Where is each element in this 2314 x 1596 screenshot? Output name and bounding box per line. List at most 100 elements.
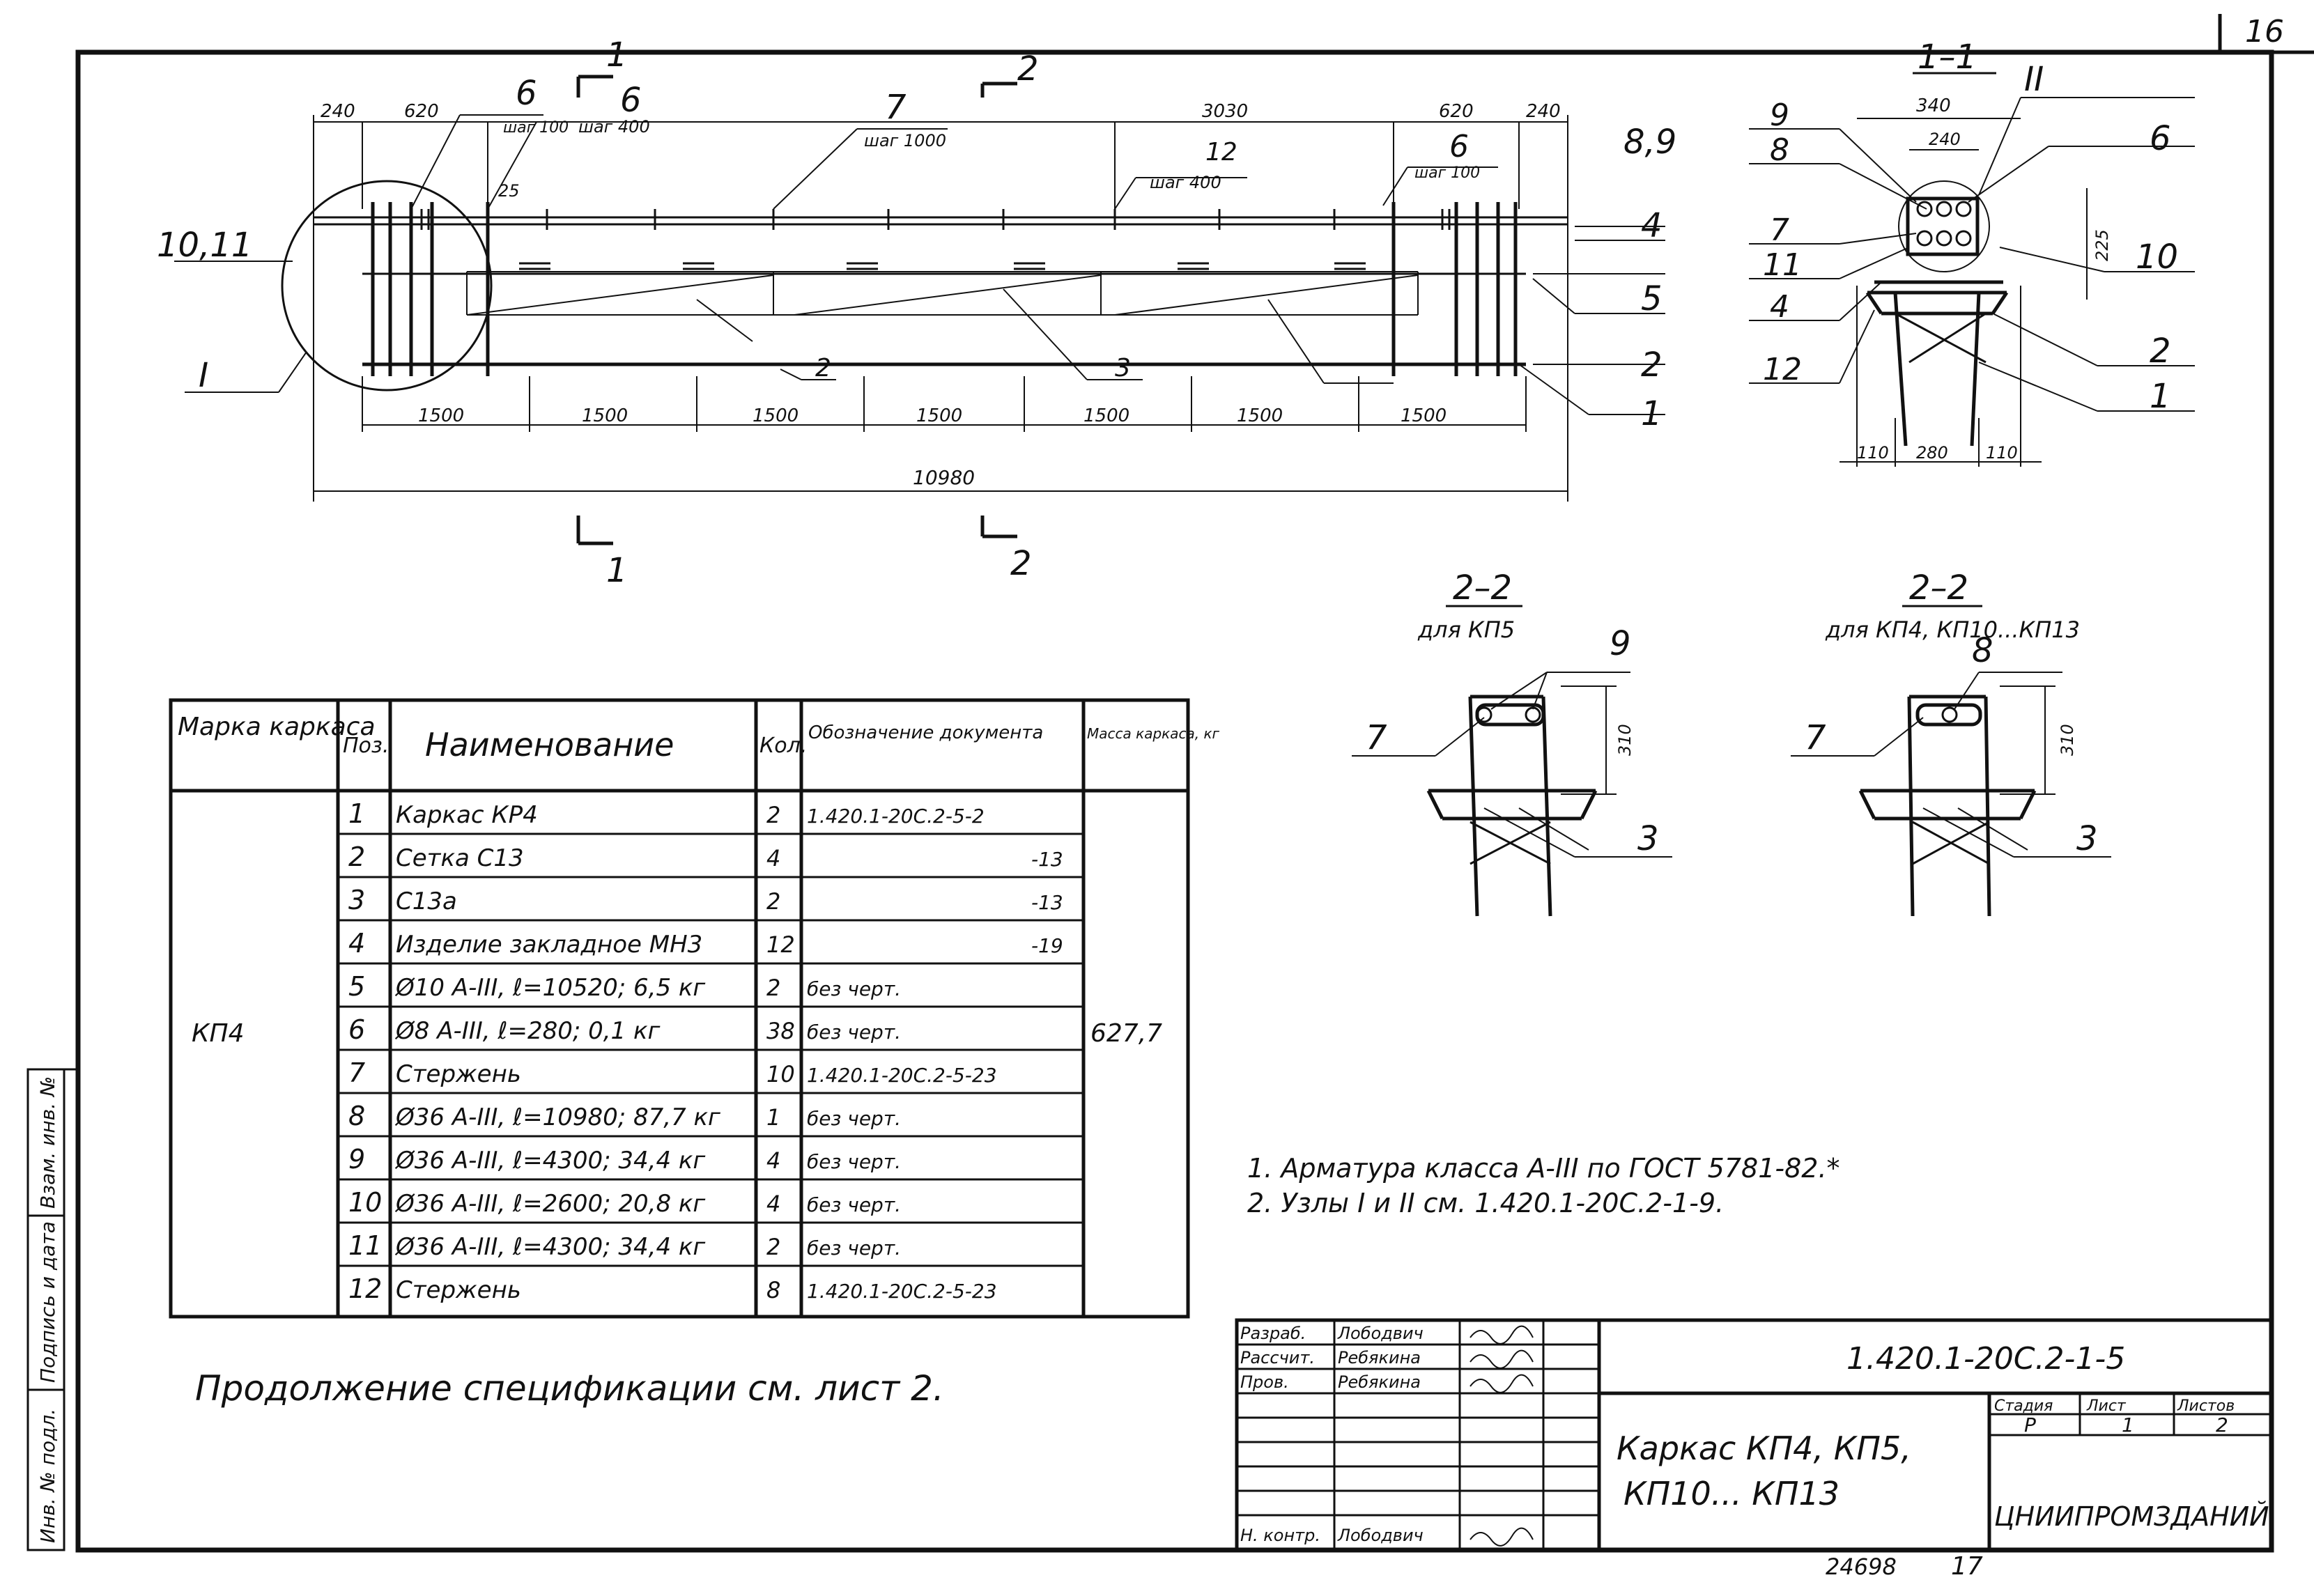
tb-stage-header: Стадия	[1994, 1397, 2053, 1415]
tb-org: ЦНИИПРОМЗДАНИЙ	[1994, 1501, 2269, 1532]
label-10-11: 10,11	[157, 226, 252, 265]
dim-top-240-left: 240	[321, 101, 355, 122]
tb-title-line2: КП10... КП13	[1623, 1475, 1839, 1512]
callout-6-b: 6	[620, 81, 642, 120]
section-1-1-label-2: 2	[2150, 332, 2171, 371]
tb-name-0: Лободвич	[1337, 1324, 1424, 1343]
spec-row-pos: 10	[348, 1187, 382, 1218]
tb-role-3: Н. контр.	[1240, 1526, 1320, 1545]
spec-row-name: Каркас КР4	[396, 801, 538, 829]
callout-6-c-note: шаг 100	[1414, 164, 1480, 182]
tb-sheets: 2	[2216, 1413, 2228, 1436]
callout-7: 7	[885, 88, 907, 127]
spec-row-name: Стержень	[396, 1060, 521, 1088]
spec-row-doc: -19	[1031, 934, 1063, 957]
section-2-2-other-title: 2–2	[1909, 568, 1968, 607]
spec-row-doc: без черт.	[807, 1107, 901, 1130]
spec-row-doc: 1.420.1-20С.2-5-23	[807, 1280, 997, 1303]
cut-top-1: 1	[606, 36, 628, 75]
continuation-note: Продолжение спецификации см. лист 2.	[195, 1368, 944, 1409]
spec-row-pos: 11	[348, 1230, 382, 1261]
section-2-2-kp5-title: 2–2	[1453, 568, 1512, 607]
section-2-2-kp5: 2–2 для КП5 310 9 7	[1352, 568, 1672, 917]
dim-overall-length: 10980	[913, 466, 975, 489]
spec-row-pos: 8	[348, 1101, 365, 1131]
spec-row-name: Стержень	[396, 1276, 521, 1304]
section-1-1-title: 1–1	[1918, 38, 1977, 77]
spec-row-name: С13а	[396, 888, 457, 915]
dim-bottom-4: 1500	[916, 405, 962, 426]
section-2-2-kp5-subtitle: для КП5	[1417, 617, 1515, 643]
section-2-2-kp5-dim: 310	[1615, 724, 1635, 756]
spec-row-doc: -13	[1031, 891, 1063, 914]
bottom-sheet: 17	[1951, 1552, 1983, 1581]
tb-doc-code: 1.420.1-20С.2-1-5	[1846, 1341, 2125, 1377]
spec-header-mass: Масса каркаса, кг	[1087, 725, 1220, 742]
callout-7-note: шаг 1000	[864, 131, 946, 150]
stamp-replacement: Взам. инв. №	[36, 1076, 59, 1209]
spec-row-qty: 1	[766, 1104, 780, 1131]
section-2-2-other: 2–2 для КП4, КП10...КП13 310 8	[1791, 568, 2111, 917]
tb-stage: Р	[2024, 1413, 2036, 1436]
spec-row-name: Ø8 А-III, ℓ=280; 0,1 кг	[394, 1017, 661, 1045]
section-2-2-kp5-label-3: 3	[1637, 819, 1659, 858]
section-1-1-label-7: 7	[1770, 212, 1789, 248]
spec-row-pos: 5	[348, 971, 365, 1002]
spec-row-doc: без черт.	[807, 1237, 901, 1260]
spec-row-name: Ø36 А-III, ℓ=4300; 34,4 кг	[394, 1147, 706, 1175]
section-1-1-label-12: 12	[1763, 352, 1802, 387]
dim-bottom-1: 1500	[418, 405, 464, 426]
note-1: 1. Арматура класса А-III по ГОСТ 5781-82…	[1247, 1153, 1840, 1184]
label-4: 4	[1641, 206, 1663, 245]
callout-6-b-note: шаг 400	[578, 117, 650, 137]
spec-row-doc: 1.420.1-20С.2-5-23	[807, 1064, 997, 1087]
dim-top-620-right: 620	[1439, 101, 1474, 122]
spec-row-name: Ø36 А-III, ℓ=2600; 20,8 кг	[394, 1190, 706, 1218]
tb-name-1: Ребякина	[1338, 1348, 1421, 1368]
tb-sheets-header: Листов	[2177, 1397, 2235, 1415]
spec-row-pos: 2	[348, 842, 365, 872]
spec-row-pos: 6	[348, 1014, 365, 1045]
spec-row-qty: 4	[766, 1191, 780, 1217]
signature-marks	[1470, 1325, 1534, 1547]
spec-row-qty: 38	[766, 1018, 795, 1044]
spec-row-qty: 10	[766, 1061, 795, 1087]
cut-bottom-1: 1	[606, 551, 628, 590]
dim-bottom-5: 1500	[1083, 405, 1129, 426]
tb-sheet: 1	[2122, 1413, 2134, 1436]
spec-row-pos: 12	[348, 1273, 382, 1304]
dim-top-240-right: 240	[1526, 101, 1561, 122]
callout-6-c: 6	[1449, 129, 1469, 164]
tb-name-2: Ребякина	[1338, 1372, 1421, 1392]
callout-12: 12	[1205, 138, 1237, 166]
label-2: 2	[1641, 346, 1663, 385]
section-1-1: 1–1	[1749, 38, 2195, 467]
tb-role-0: Разраб.	[1240, 1324, 1306, 1343]
section-2-2-other-label-7: 7	[1805, 718, 1826, 757]
section-1-1-label-6: 6	[2150, 119, 2171, 158]
cut-bottom-2: 2	[1010, 544, 1032, 583]
spec-header-pos: Поз.	[343, 734, 389, 758]
dim-bottom-7: 1500	[1401, 405, 1447, 426]
spec-row-doc: -13	[1031, 848, 1063, 871]
spec-header-name: Наименование	[425, 726, 674, 764]
cut-top-2: 2	[1017, 49, 1039, 88]
spec-row-name: Ø36 А-III, ℓ=4300; 34,4 кг	[394, 1233, 706, 1261]
spec-mark-value: КП4	[192, 1019, 245, 1048]
dim-bottom-2: 1500	[582, 405, 628, 426]
section-1-1-dim-225: 225	[2092, 229, 2112, 261]
section-1-1-label-10: 10	[2136, 238, 2178, 277]
section-1-1-label-9: 9	[1770, 98, 1789, 133]
spec-row-doc: без черт.	[807, 1193, 901, 1216]
section-2-2-other-label-3: 3	[2076, 819, 2098, 858]
spec-row-pos: 1	[348, 798, 365, 829]
bottom-code: 24698	[1826, 1554, 1897, 1580]
spec-row-doc: без черт.	[807, 1150, 901, 1173]
section-2-2-kp5-label-9: 9	[1610, 624, 1631, 663]
spec-row-qty: 2	[766, 975, 780, 1001]
label-8-9: 8,9	[1623, 123, 1676, 162]
dim-top-620-left: 620	[404, 101, 439, 122]
tb-role-2: Пров.	[1240, 1372, 1289, 1392]
